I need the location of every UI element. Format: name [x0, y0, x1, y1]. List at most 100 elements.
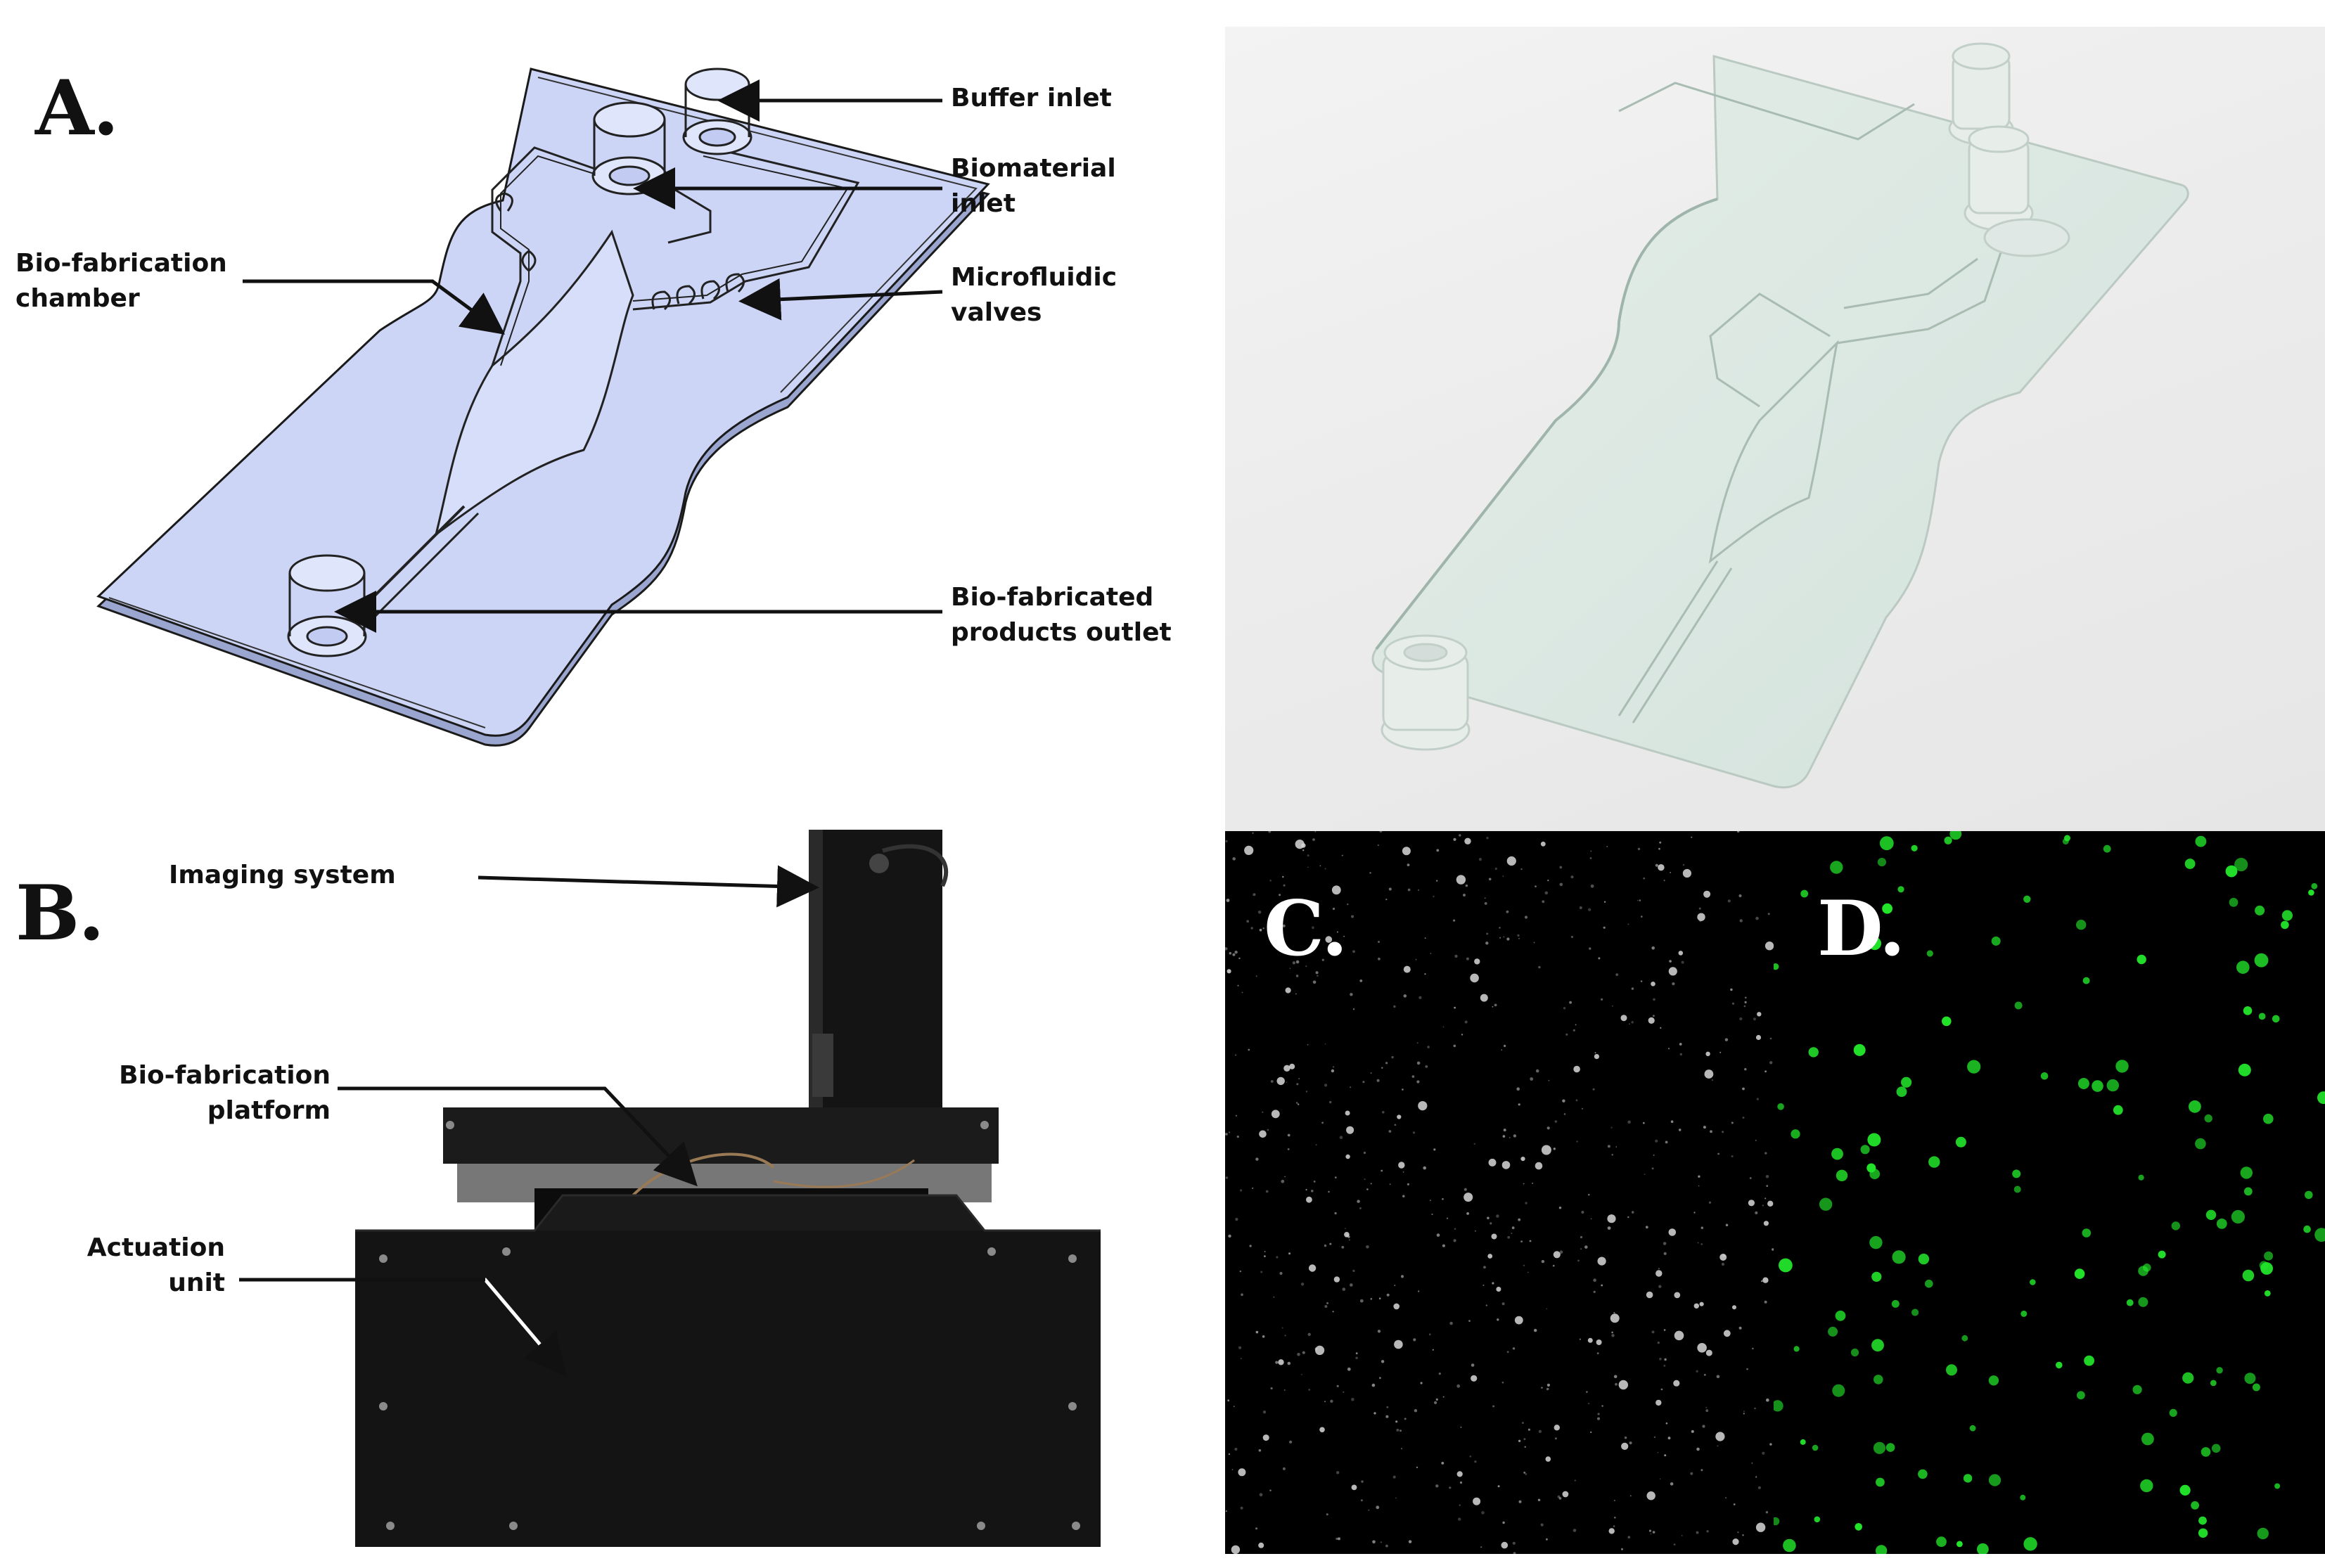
green-particle — [1779, 1258, 1793, 1273]
gray-particle — [1715, 1432, 1725, 1441]
gray-particle — [1305, 1091, 1308, 1093]
valves-line1: Microfluidic — [951, 263, 1117, 292]
gray-particle — [1553, 1251, 1561, 1259]
gray-particle — [1594, 1054, 1599, 1060]
green-particle — [1819, 1197, 1833, 1211]
gray-particle — [1285, 987, 1291, 994]
gray-particle — [1673, 1380, 1680, 1387]
gray-particle — [1485, 1304, 1487, 1306]
gray-particle — [1516, 1087, 1520, 1091]
gray-particle — [1341, 1245, 1345, 1249]
green-particle — [2243, 1006, 2253, 1015]
platform-line2: platform — [207, 1096, 331, 1125]
gray-particle — [1391, 1055, 1394, 1059]
gray-particle — [1491, 1233, 1497, 1240]
gray-particle — [1764, 942, 1774, 951]
gray-particle — [1590, 1218, 1592, 1220]
gray-particle — [1231, 1545, 1241, 1554]
gray-particle — [1580, 1248, 1582, 1249]
gray-particle — [1487, 1254, 1493, 1259]
gray-particle — [1553, 1148, 1556, 1150]
gray-particle — [1540, 841, 1546, 847]
gray-particle — [1532, 1183, 1533, 1184]
gray-particle — [1601, 1284, 1603, 1287]
gray-particle — [1307, 854, 1309, 857]
gray-particle — [1345, 1154, 1350, 1159]
gray-particle — [1748, 1200, 1755, 1207]
gray-particle — [1492, 1405, 1495, 1408]
gray-particle — [1454, 1228, 1456, 1230]
gray-particle — [1249, 1245, 1252, 1247]
gray-particle — [1511, 1226, 1515, 1230]
gray-particle — [1295, 1102, 1298, 1104]
green-particle — [2076, 920, 2087, 930]
gray-particle — [1298, 1078, 1300, 1079]
gray-particle — [1764, 1300, 1767, 1304]
gray-particle — [1321, 958, 1324, 961]
gray-particle — [1527, 1271, 1529, 1273]
gray-particle — [1754, 1407, 1756, 1410]
green-particle — [2030, 1279, 2036, 1285]
gray-particle — [1705, 1409, 1709, 1413]
green-particle — [1876, 1477, 1885, 1487]
gray-particle — [1442, 1244, 1445, 1247]
platform-label: Bio-fabrication platform — [77, 1058, 331, 1129]
gray-particle — [1370, 1183, 1372, 1185]
gray-particle — [1767, 913, 1770, 915]
gray-particle — [1524, 915, 1528, 919]
gray-particle — [1535, 885, 1537, 887]
gray-particle — [1373, 1412, 1376, 1415]
green-particle — [1850, 1348, 1859, 1357]
gray-particle — [1755, 1140, 1757, 1141]
gray-particle — [1696, 1370, 1698, 1373]
screws — [379, 1121, 1080, 1530]
gray-particle — [1506, 1351, 1509, 1354]
gray-particle — [1283, 1389, 1286, 1391]
gray-particle — [1580, 1235, 1583, 1239]
gray-particle — [1463, 894, 1466, 897]
gray-particle — [1762, 1204, 1764, 1207]
gray-particle — [1407, 888, 1411, 892]
gray-particle — [1317, 975, 1319, 977]
gray-particle — [1466, 1212, 1469, 1215]
gray-particle — [1705, 1051, 1710, 1056]
gray-particle — [1385, 1415, 1389, 1418]
gray-particle — [1404, 1418, 1407, 1420]
gray-particle — [1719, 1051, 1722, 1053]
gray-particle — [1394, 1339, 1403, 1349]
gray-particle — [1225, 1176, 1229, 1179]
gray-particle — [1664, 1358, 1667, 1361]
right-feed-channel — [632, 146, 860, 311]
gray-particle — [1449, 1486, 1452, 1489]
gray-particle — [1594, 1052, 1596, 1054]
gray-particle — [1341, 854, 1343, 856]
gray-particle — [1554, 1425, 1560, 1431]
gray-particle — [1393, 1005, 1396, 1008]
gray-particle — [1727, 899, 1731, 903]
gray-particle — [1658, 1285, 1662, 1288]
gray-particle — [1281, 1179, 1285, 1183]
gray-particle — [1359, 1299, 1364, 1303]
gray-particle — [1346, 1126, 1354, 1134]
green-particle — [1988, 1474, 2001, 1486]
biofabrication-machine — [239, 830, 1101, 1547]
gray-particle — [1295, 840, 1305, 849]
gray-particle — [1520, 1157, 1525, 1162]
actuation-line1: Actuation — [87, 1233, 225, 1262]
gray-particle — [1627, 1120, 1631, 1124]
gray-particle — [1326, 1513, 1328, 1516]
gray-particle — [1721, 1262, 1725, 1266]
gray-particle — [1297, 1352, 1300, 1356]
gray-particle — [1385, 899, 1388, 901]
gray-particle — [1558, 1497, 1562, 1500]
gray-particle — [1262, 1335, 1265, 1338]
gray-particle — [1331, 885, 1341, 895]
gray-particle — [1674, 1330, 1684, 1341]
gray-particle — [1590, 1431, 1592, 1433]
green-particle — [1879, 836, 1894, 851]
gray-particle — [1650, 1533, 1652, 1535]
gray-particle — [1658, 1268, 1660, 1270]
gray-particle — [1761, 1280, 1763, 1283]
green-particle — [1892, 1250, 1906, 1264]
gray-particle — [1416, 1061, 1421, 1065]
